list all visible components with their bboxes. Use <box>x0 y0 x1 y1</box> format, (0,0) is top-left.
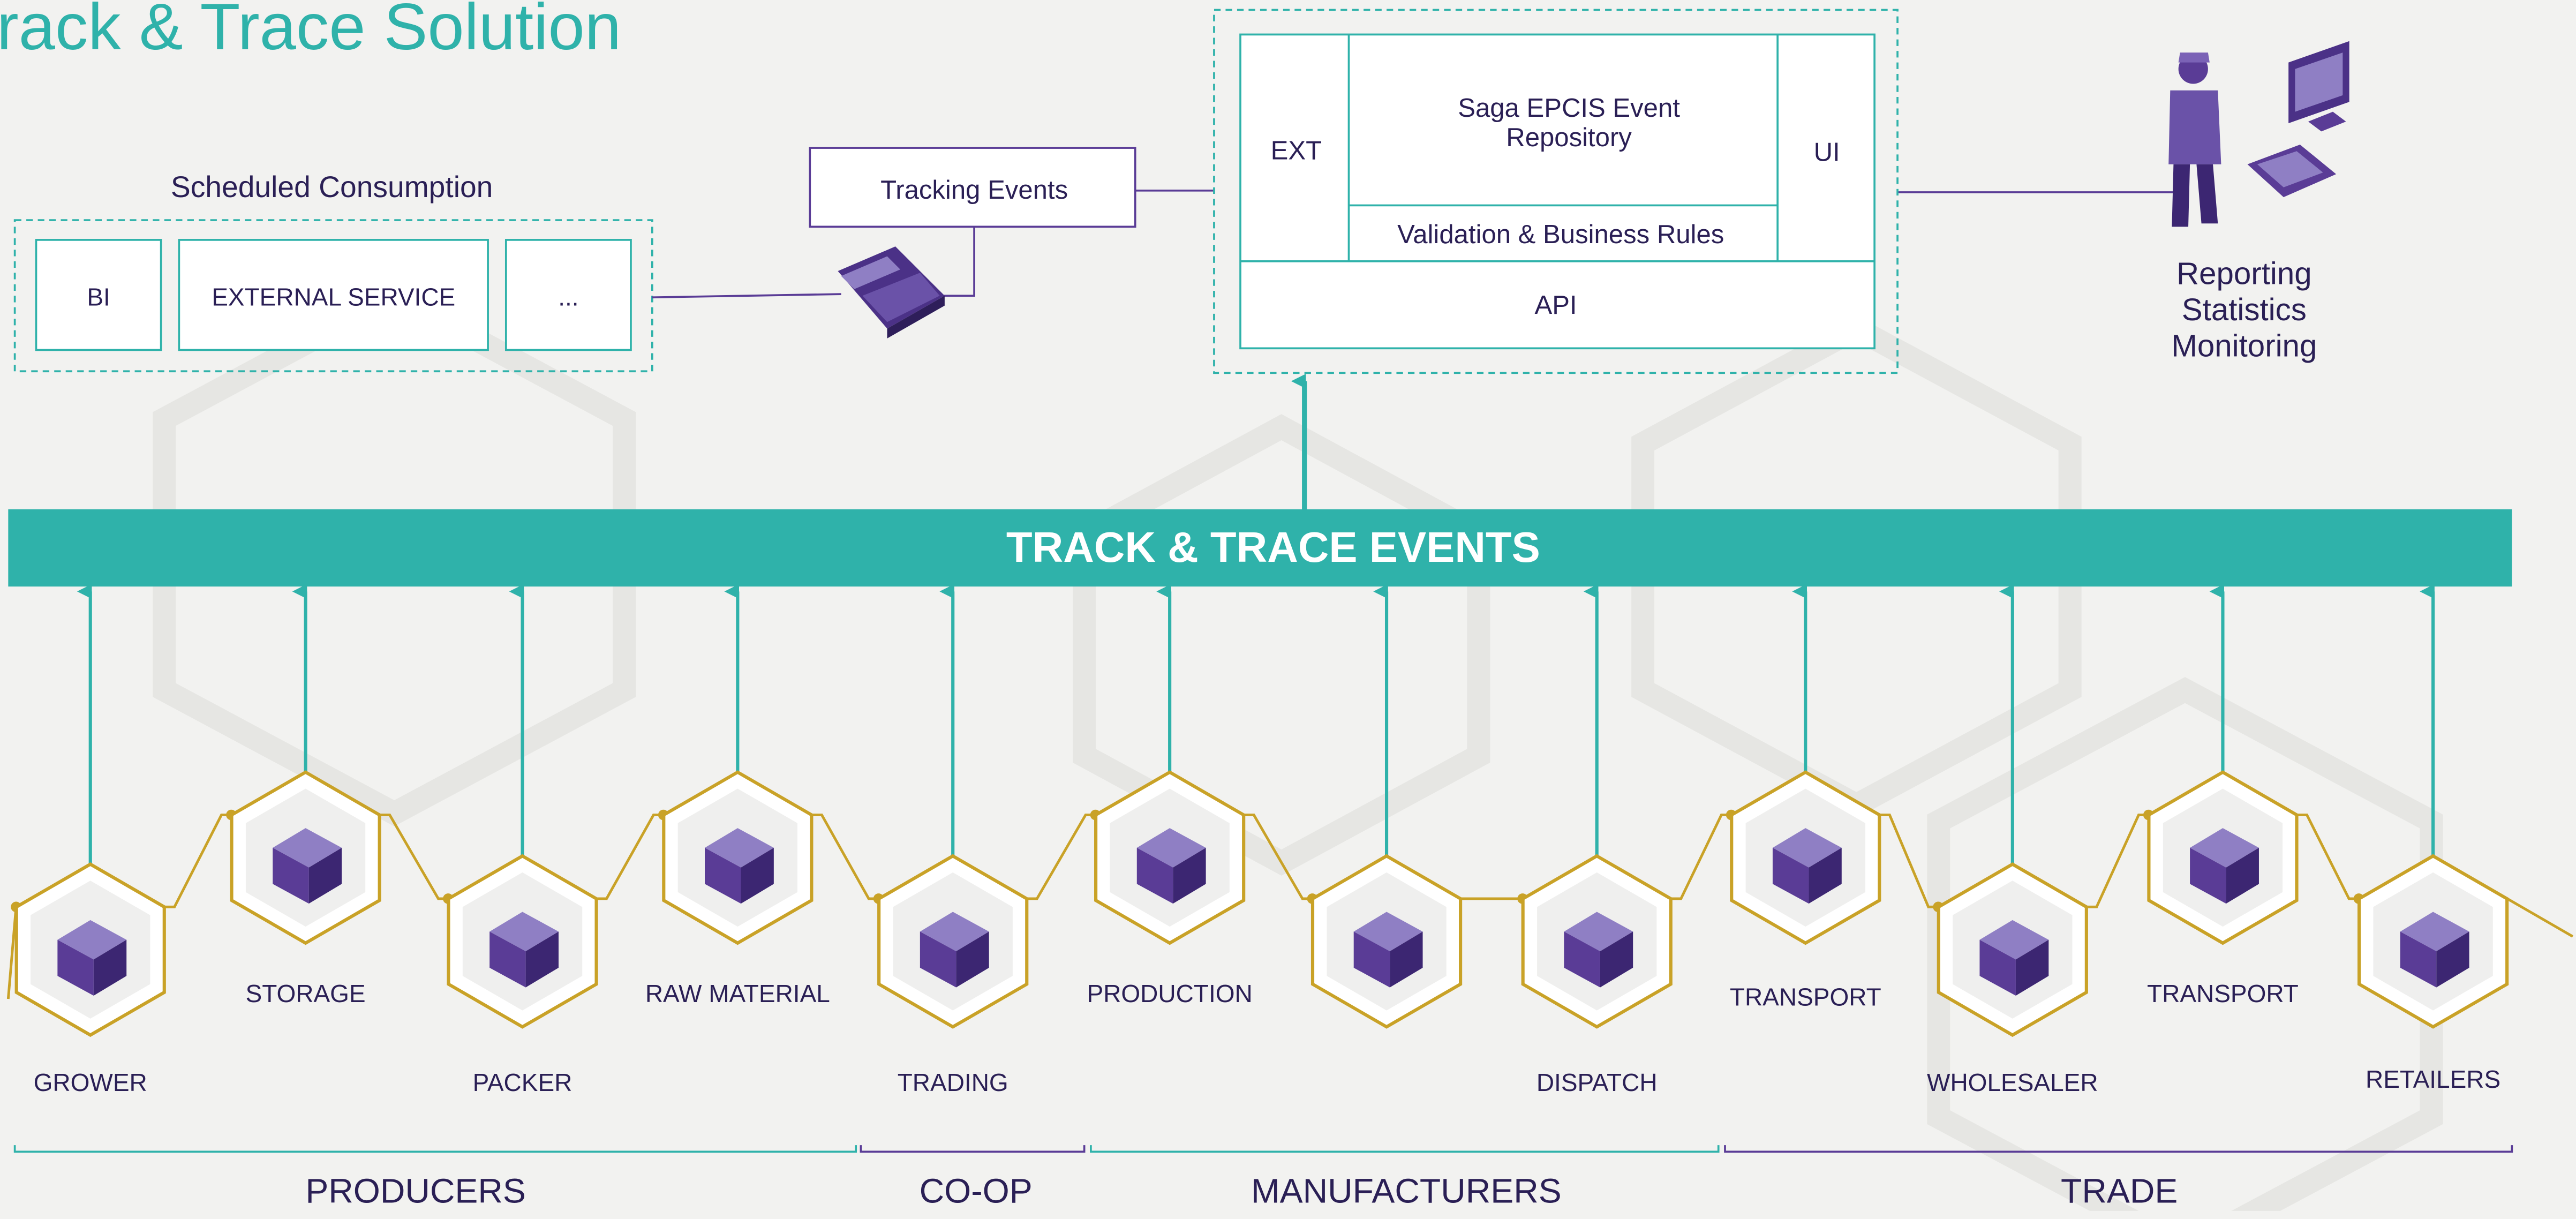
producers-bracket <box>13 1145 857 1153</box>
repository-container <box>1213 9 1899 374</box>
van-icon <box>2190 828 2259 904</box>
track-trace-banner-label: TRACK & TRACE EVENTS <box>1006 523 1540 571</box>
stage-label: RETAILERS <box>2366 1065 2500 1093</box>
stage-node <box>2357 854 2509 1029</box>
factory-line-icon <box>1136 828 1206 904</box>
stage-label: RAW MATERIAL <box>645 980 830 1007</box>
stage-label: TRANSPORT <box>1730 983 1881 1011</box>
repository-title-line1: Saga EPCIS Event <box>1458 94 1680 123</box>
bi-box <box>35 239 162 351</box>
track-trace-banner <box>8 509 2512 587</box>
api-label: API <box>1534 291 1577 320</box>
stage-arrows <box>77 584 2435 864</box>
terminal-to-tracking-line <box>928 227 975 297</box>
stage-label: DISPATCH <box>1536 1068 1658 1096</box>
scheduled-to-terminal-line <box>652 293 841 299</box>
gold-path <box>6 814 2574 999</box>
stage-node <box>447 854 598 1029</box>
reporting-line-3: Monitoring <box>2171 329 2317 364</box>
stage-label: TRANSPORT <box>2147 980 2299 1007</box>
store-icon <box>2400 912 2469 988</box>
ui-label: UI <box>1814 138 1840 167</box>
bi-label: BI <box>87 283 110 311</box>
stage-node <box>877 854 1029 1029</box>
tracking-events-box <box>809 147 1136 228</box>
reporting-line-2: Statistics <box>2182 292 2307 327</box>
warehouse-icon <box>1979 920 2049 996</box>
manufacturers-bracket <box>1090 1145 1720 1153</box>
page-title: rack & Trace Solution <box>0 0 621 64</box>
validation-label: Validation & Business Rules <box>1397 220 1724 249</box>
stage-hexagons <box>14 770 2509 1037</box>
stage-node <box>1730 770 1881 945</box>
group-trade-label: TRADE <box>2061 1171 2178 1210</box>
reporting-line-1: Reporting <box>2176 257 2312 291</box>
pallet-icon <box>1564 912 1633 988</box>
stage-node <box>1521 854 1673 1029</box>
stage-node <box>14 862 166 1037</box>
group-producers-label: PRODUCERS <box>305 1171 526 1210</box>
silo-icon <box>273 828 342 904</box>
stage-node <box>2147 770 2299 945</box>
trade-bracket <box>1724 1145 2513 1153</box>
group-brackets <box>13 1145 2513 1153</box>
scheduled-consumption-container <box>13 219 653 373</box>
worker-icon <box>489 912 559 988</box>
ext-label: EXT <box>1271 137 1322 165</box>
stage-node <box>662 770 814 945</box>
reporting-user-icon <box>2168 52 2221 227</box>
stage-node <box>1094 770 1246 945</box>
stage-label: STORAGE <box>246 980 366 1007</box>
more-services-box <box>504 239 632 351</box>
group-coop-label: CO-OP <box>920 1171 1033 1210</box>
monitor-icon <box>2247 41 2349 198</box>
stage-node <box>1310 854 1463 1029</box>
external-service-box <box>178 239 489 351</box>
stage-label: GROWER <box>34 1068 147 1096</box>
external-service-label: EXTERNAL SERVICE <box>212 283 455 311</box>
stage-label: TRADING <box>898 1068 1008 1096</box>
tractor-icon <box>57 920 127 996</box>
tracking-events-label: Tracking Events <box>880 176 1068 205</box>
stage-label: PACKER <box>473 1068 573 1096</box>
coop-bracket <box>860 1145 1086 1153</box>
more-services-label: ... <box>558 283 578 311</box>
stage-node <box>1937 862 2088 1037</box>
group-manufacturers-label: MANUFACTURERS <box>1251 1171 1562 1210</box>
businessman-icon <box>920 912 989 988</box>
repository-title-line2: Repository <box>1506 123 1632 152</box>
truck-icon <box>1772 828 1842 904</box>
box-icon <box>1353 912 1423 988</box>
scheduled-consumption-label: Scheduled Consumption <box>171 170 493 204</box>
coffee-plant-icon <box>705 828 774 904</box>
stage-node <box>230 770 381 945</box>
stage-label: PRODUCTION <box>1087 980 1253 1007</box>
stage-label: WHOLESALER <box>1927 1068 2098 1096</box>
handheld-scanner-icon <box>838 246 945 338</box>
stage-labels: GROWER STORAGE PACKER RAW MATERIAL TRADING PR… <box>34 980 2501 1096</box>
repository-inner <box>1239 33 1875 350</box>
